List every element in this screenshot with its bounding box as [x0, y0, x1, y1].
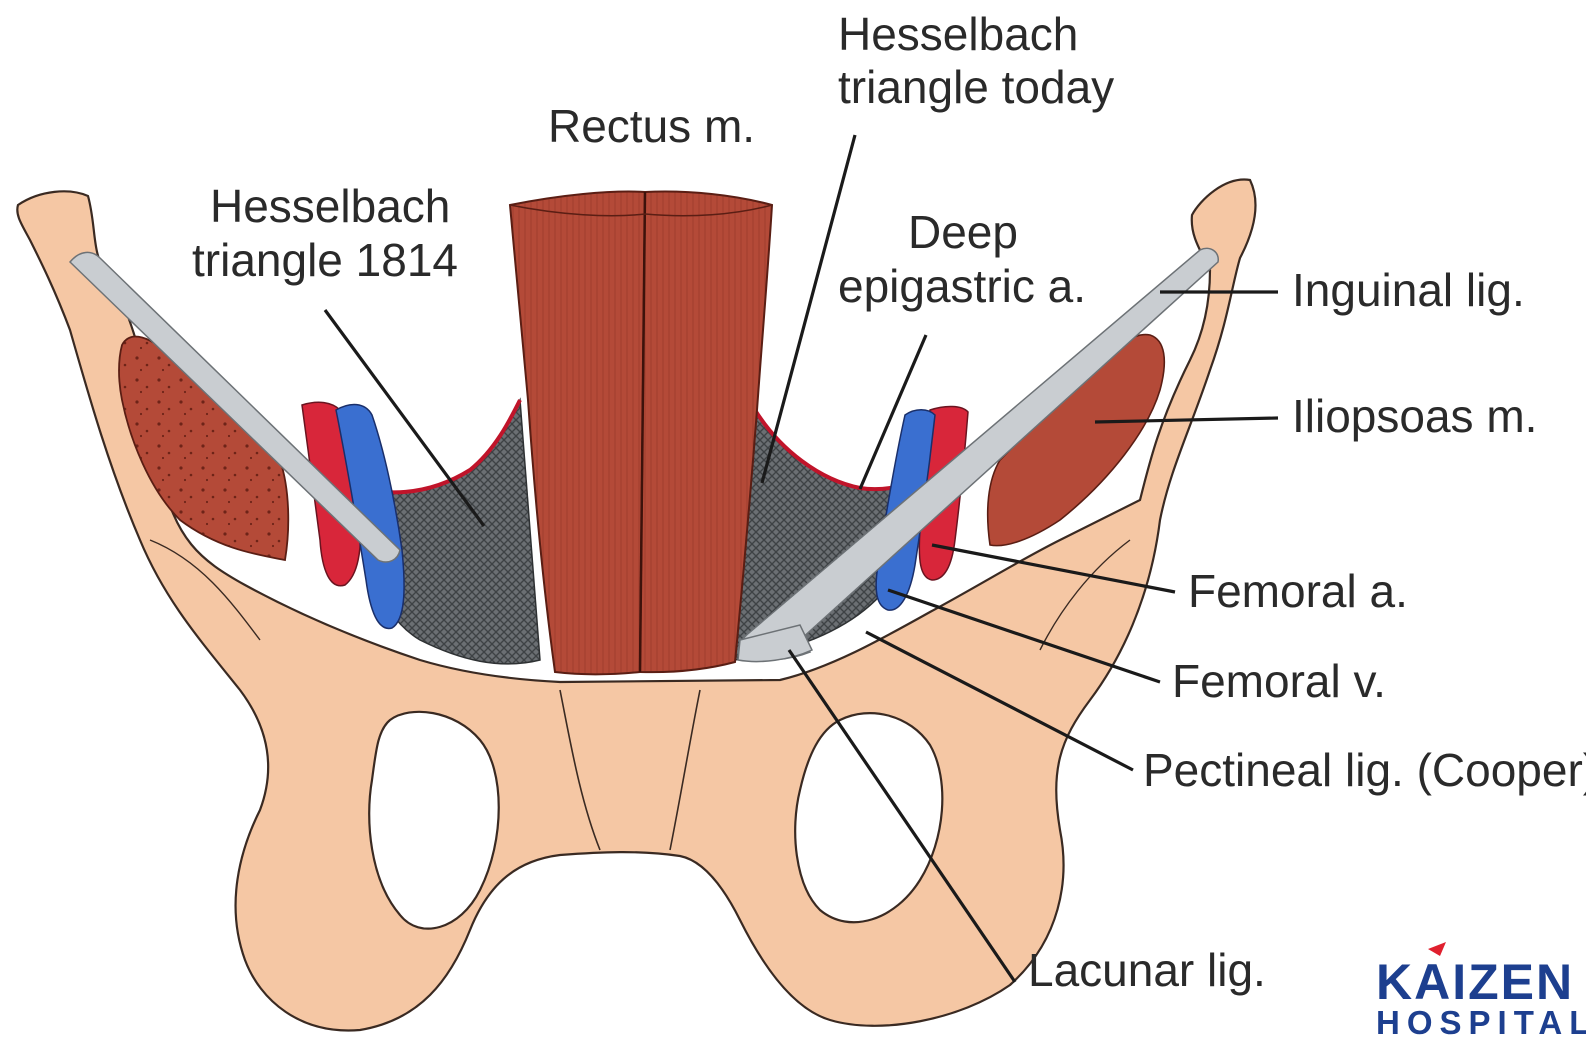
label-deep-epigastric-2: epigastric a.: [838, 260, 1086, 312]
label-hesselbach-today-1: Hesselbach: [838, 8, 1078, 60]
label-hesselbach-today-2: triangle today: [838, 61, 1114, 113]
logo-hospital-text: HOSPITAL: [1376, 1004, 1586, 1040]
label-lacunar-ligament: Lacunar lig.: [1028, 944, 1266, 996]
label-inguinal-ligament: Inguinal lig.: [1292, 264, 1525, 316]
label-femoral-vein: Femoral v.: [1172, 655, 1386, 707]
label-rectus: Rectus m.: [548, 100, 755, 152]
label-femoral-artery: Femoral a.: [1188, 565, 1408, 617]
logo-kaizen-text: KAIZEN: [1376, 954, 1574, 1010]
label-deep-epigastric-1: Deep: [908, 206, 1018, 258]
kaizen-hospital-logo: KAIZEN HOSPITAL: [1376, 942, 1586, 1040]
label-hesselbach-1814-2: triangle 1814: [192, 234, 458, 286]
label-pectineal-ligament: Pectineal lig. (Cooper): [1143, 744, 1586, 796]
label-iliopsoas: Iliopsoas m.: [1292, 390, 1537, 442]
label-hesselbach-1814-1: Hesselbach: [210, 180, 450, 232]
